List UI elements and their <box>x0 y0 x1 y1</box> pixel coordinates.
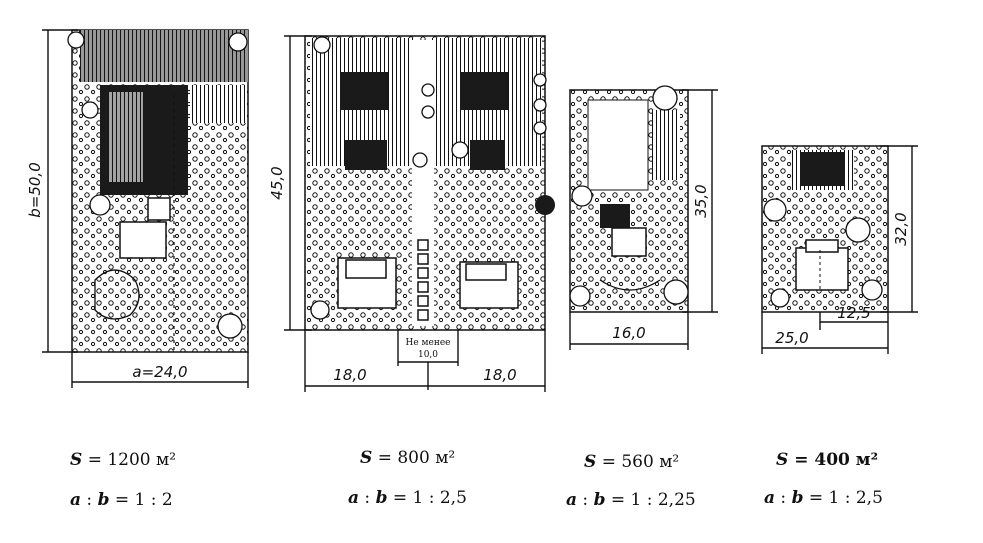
plot-800-area-caption: S = 800 м² <box>360 448 455 468</box>
a-symbol: a <box>566 490 578 510</box>
b-symbol: b <box>375 488 388 508</box>
area-value: 800 <box>397 448 430 468</box>
plot-1200-area-caption: S = 1200 м² <box>70 450 176 470</box>
plot-560-area-caption: S = 560 м² <box>584 452 679 472</box>
plot-400-area-caption: S = 400 м² <box>776 450 878 470</box>
plot-800-width-right-label: 18,0 <box>483 366 516 384</box>
plot-800-height-label: 45,0 <box>268 166 286 199</box>
plot-800-middle-note: Не менее <box>405 338 450 348</box>
plot-560-ratio-caption: a : b = 1 : 2,25 <box>566 490 696 510</box>
plot-800-middle-value: 10,0 <box>418 350 438 360</box>
area-value: 560 <box>621 452 654 472</box>
ratio-value: 1 : 2 <box>134 490 173 510</box>
equals-sign: = <box>808 488 824 508</box>
plot-560-dimensions <box>569 89 718 350</box>
equals-sign: = <box>87 450 102 470</box>
plot-400-partial-width-label: 12,5 <box>837 304 870 322</box>
b-symbol: b <box>791 488 804 508</box>
plot-400-ratio-caption: a : b = 1 : 2,5 <box>764 488 883 508</box>
plot-800-drawing <box>304 35 555 331</box>
area-value: 400 <box>814 450 850 470</box>
equals-sign: = <box>377 448 392 468</box>
plot-1200-drawing <box>67 29 249 353</box>
area-unit: м² <box>156 450 177 470</box>
area-symbol: S <box>584 452 597 472</box>
ratio-value: 1 : 2,5 <box>828 488 883 508</box>
area-symbol: S <box>360 448 373 468</box>
plot-560-height-label: 35,0 <box>692 184 710 217</box>
plot-400-drawing <box>761 145 889 313</box>
area-unit: м² <box>435 448 456 468</box>
area-value: 1200 <box>107 450 151 470</box>
plot-400-height-label: 32,0 <box>892 212 910 245</box>
plot-400-dimensions <box>761 145 918 354</box>
plot-800-width-left-label: 18,0 <box>333 366 366 384</box>
plot-1200-width-label: a=24,0 <box>132 363 187 381</box>
ratio-value: 1 : 2,25 <box>630 490 696 510</box>
equals-sign: = <box>610 490 626 510</box>
a-symbol: a <box>348 488 360 508</box>
b-symbol: b <box>593 490 606 510</box>
plot-560-width-label: 16,0 <box>612 324 645 342</box>
central-path <box>412 83 435 321</box>
b-symbol: b <box>97 490 110 510</box>
plot-400-width-label: 25,0 <box>775 329 808 347</box>
plot-800-dimensions <box>284 35 546 392</box>
ratio-value: 1 : 2,5 <box>412 488 467 508</box>
area-symbol: S <box>776 450 789 470</box>
plot-1200-ratio-caption: a : b = 1 : 2 <box>70 490 173 510</box>
plot-560-drawing <box>569 85 689 313</box>
plot-1200-dimensions <box>42 29 249 388</box>
area-unit: м² <box>855 450 879 470</box>
plot-1200-height-label: b=50,0 <box>26 162 44 218</box>
area-symbol: S <box>70 450 83 470</box>
a-symbol: a <box>764 488 776 508</box>
equals-sign: = <box>601 452 616 472</box>
plot-800-ratio-caption: a : b = 1 : 2,5 <box>348 488 467 508</box>
equals-sign: = <box>114 490 130 510</box>
equals-sign: = <box>392 488 408 508</box>
equals-sign: = <box>794 450 809 470</box>
a-symbol: a <box>70 490 82 510</box>
area-unit: м² <box>659 452 680 472</box>
